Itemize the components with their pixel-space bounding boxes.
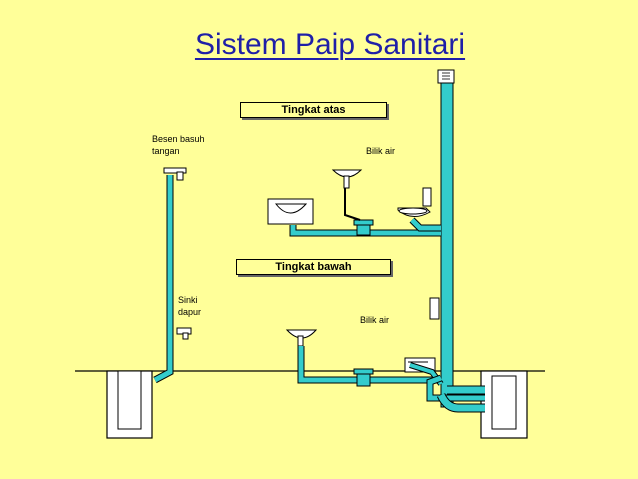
floor-label-upper: Tingkat atas xyxy=(240,102,387,118)
basin-pipe xyxy=(153,175,174,384)
basin-fixture xyxy=(163,167,187,181)
upper-basin xyxy=(267,198,314,225)
label-basin: Besen basuh tangan xyxy=(152,134,205,156)
label-kitchen-sink: Sinki dapur xyxy=(178,295,202,317)
label-toilet-upper: Bilik air xyxy=(366,146,396,156)
kitchen-sink-fixture xyxy=(176,327,192,340)
lower-cistern xyxy=(429,297,440,320)
lower-drain xyxy=(297,346,444,387)
floor-label-lower: Tingkat bawah xyxy=(236,259,391,275)
lower-sink xyxy=(285,329,318,347)
upper-wc xyxy=(397,187,432,217)
stack-pipe xyxy=(437,69,455,408)
page-title: Sistem Paip Sanitari xyxy=(194,28,466,61)
outfall-pipes xyxy=(426,374,485,413)
manhole-right xyxy=(480,370,528,439)
label-toilet-lower: Bilik air xyxy=(360,315,390,325)
upper-sink xyxy=(331,169,363,189)
manhole-left xyxy=(106,370,153,439)
upper-drain xyxy=(289,188,441,237)
